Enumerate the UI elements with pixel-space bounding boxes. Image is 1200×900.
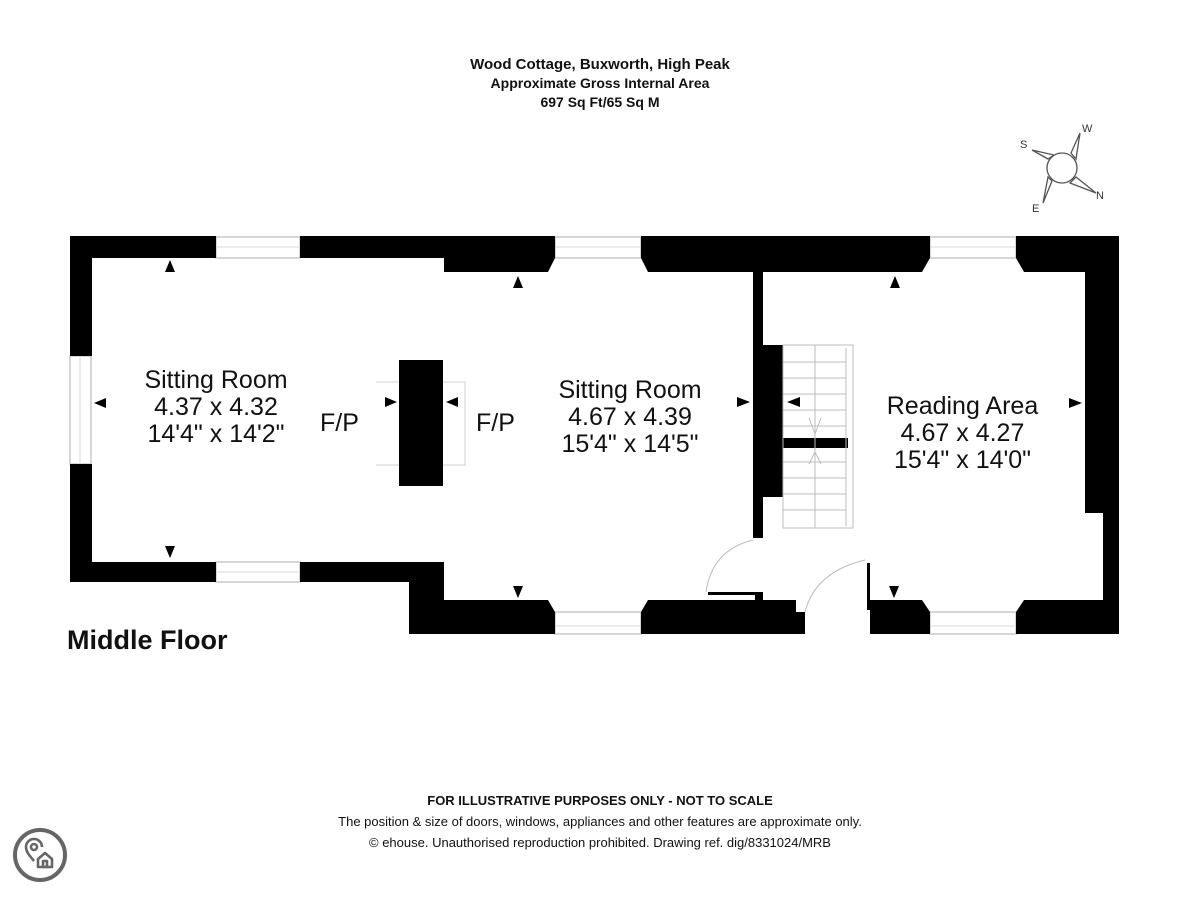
fireplace-label-left: F/P	[320, 409, 359, 437]
area-value: 697 Sq Ft/65 Sq M	[540, 94, 660, 110]
arrow-down-icon	[513, 586, 523, 598]
room-name: Sitting Room	[144, 366, 288, 394]
room-name: Reading Area	[886, 392, 1039, 420]
wall-bottom-4	[641, 600, 805, 634]
compass-e-label: E	[1032, 203, 1039, 215]
wall-bottom-2	[300, 562, 444, 582]
arrow-down-icon	[889, 586, 899, 598]
compass-icon: S W N E	[1020, 123, 1104, 215]
disclaimer: FOR ILLUSTRATIVE PURPOSES ONLY - NOT TO …	[427, 793, 773, 808]
room-metric: 4.37 x 4.32	[154, 393, 278, 421]
wall-bottom-3	[409, 600, 555, 634]
stair-arrow-down-icon	[808, 417, 822, 436]
hearth-right	[443, 381, 466, 466]
wall-top-1	[70, 236, 216, 258]
wall-bottom-1	[70, 562, 216, 582]
room-sitting-room-1: Sitting Room 4.37 x 4.32 14'4" x 14'2"	[116, 367, 316, 448]
room-imperial: 15'4" x 14'5"	[561, 430, 699, 458]
compass-point-n	[1068, 176, 1097, 194]
window-bottom-middle	[554, 611, 642, 635]
room-imperial: 15'4" x 14'0"	[893, 446, 1032, 474]
dimension-arrows	[94, 260, 1082, 598]
wall-partition	[753, 258, 763, 538]
compass-n-label: N	[1096, 190, 1104, 202]
plan-header: Wood Cottage, Buxworth, High Peak Approx…	[0, 55, 1200, 112]
door-swing-left	[705, 539, 754, 593]
wall-top-2-step	[444, 258, 555, 272]
stair-outline	[782, 344, 854, 529]
room-imperial: 14'4" x 14'2"	[147, 420, 285, 448]
wall-top-3-step	[641, 258, 930, 272]
chimney-breast	[399, 360, 443, 486]
compass-point-e	[1042, 175, 1053, 204]
compass-s-label: S	[1020, 139, 1027, 151]
arrow-up-icon	[890, 276, 900, 288]
door-post-left	[755, 592, 763, 600]
wall-partition-thick	[763, 345, 783, 497]
hearths	[376, 381, 466, 466]
room-metric: 4.67 x 4.27	[900, 419, 1025, 447]
arrow-left-icon	[446, 397, 458, 407]
staircase	[782, 344, 854, 529]
arrow-left-icon	[94, 398, 106, 408]
door-leaf-left	[708, 592, 763, 595]
property-title: Wood Cottage, Buxworth, High Peak	[470, 56, 730, 73]
location-home-badge	[13, 828, 67, 882]
room-reading-area: Reading Area 4.67 x 4.27 15'4" x 14'0"	[860, 393, 1065, 474]
room-sitting-room-2: Sitting Room 4.67 x 4.39 15'4" x 14'5"	[530, 377, 730, 458]
hearth-left	[376, 381, 399, 466]
compass-point-s	[1031, 149, 1056, 160]
wall-left-upper	[70, 236, 92, 356]
plan-footer: FOR ILLUSTRATIVE PURPOSES ONLY - NOT TO …	[0, 790, 1200, 853]
arrow-down-icon	[165, 546, 175, 558]
room-metric: 4.67 x 4.39	[568, 403, 692, 431]
wall-right-upper	[1085, 236, 1119, 513]
wall-bottom-5	[870, 600, 930, 634]
wall-left-lower	[70, 464, 92, 582]
arrow-up-icon	[513, 276, 523, 288]
compass-w-label: W	[1082, 123, 1093, 135]
windows	[69, 236, 1017, 635]
copyright-notice: © ehouse. Unauthorised reproduction proh…	[369, 835, 831, 850]
wall-right-lower	[1103, 513, 1119, 634]
wall-bottom-6	[1016, 513, 1119, 634]
arrow-right-icon	[385, 397, 397, 407]
room-name: Sitting Room	[558, 376, 702, 404]
area-subtitle: Approximate Gross Internal Area	[490, 75, 710, 91]
walls	[70, 236, 1119, 634]
wall-top-3	[641, 236, 930, 258]
door-leaf-right	[867, 563, 870, 610]
wall-top-2	[300, 236, 555, 258]
compass-point-w	[1070, 132, 1081, 161]
arrow-right-icon	[1069, 398, 1082, 408]
compass-circle	[1046, 152, 1078, 184]
stair-arrow-up-icon	[808, 450, 822, 465]
floor-label: Middle Floor	[67, 625, 228, 655]
door-swings	[705, 539, 866, 613]
door-swing-right	[804, 559, 866, 613]
arrow-right-icon	[737, 397, 750, 407]
window-sills	[79, 246, 1016, 627]
location-home-icon	[24, 837, 54, 869]
arrow-left-icon	[787, 397, 800, 407]
window-bottom-right	[929, 611, 1017, 635]
arrow-up-icon	[165, 260, 175, 272]
fireplace-label-right: F/P	[476, 409, 515, 437]
approximation-note: The position & size of doors, windows, a…	[338, 814, 862, 829]
